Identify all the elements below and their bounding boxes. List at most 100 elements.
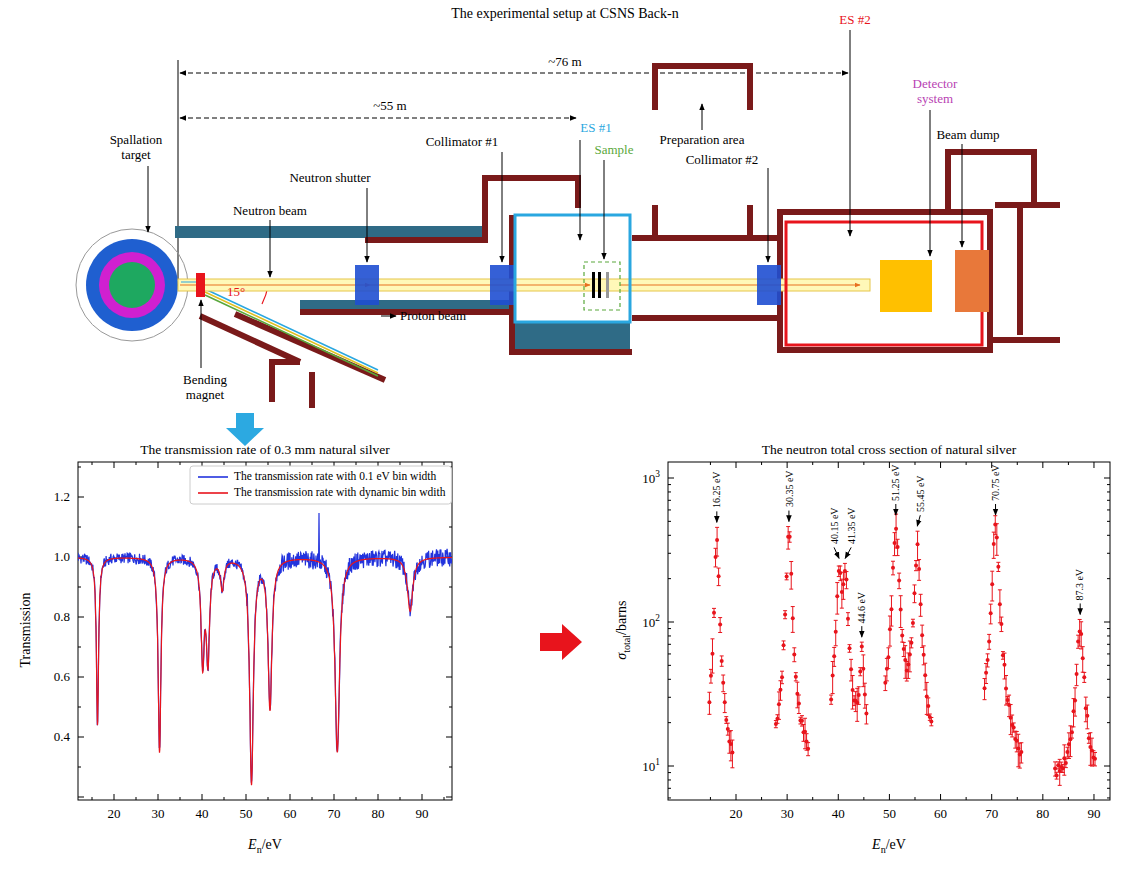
- cross-section-points: [860, 651, 864, 652]
- axis-ticks: [1104, 478, 1110, 479]
- label-text: Detector system: [913, 76, 958, 106]
- label-text: E: [248, 837, 257, 852]
- axis-ticks: [668, 679, 671, 680]
- cross-section-points: [797, 694, 801, 695]
- label-text: 0.6: [54, 669, 70, 684]
- axis-ticks: [1093, 794, 1094, 800]
- cross-section-points: [1015, 731, 1019, 732]
- label-text: 30: [781, 806, 794, 821]
- axis-ticks: [334, 794, 335, 800]
- cross-section-points: [794, 680, 798, 681]
- axis-ticks: [400, 797, 401, 800]
- axis-ticks: [446, 617, 452, 618]
- axis-ticks: [668, 665, 671, 666]
- cross-section-points: [832, 654, 836, 658]
- text-label: 30.35 eV: [783, 471, 795, 508]
- cross-section-points: [990, 600, 994, 601]
- cross-section-points: [1079, 632, 1083, 636]
- cross-section-points: [888, 646, 892, 647]
- cross-section-points: [844, 578, 848, 582]
- label-text: Collimator #2: [686, 152, 759, 167]
- cross-section-points: [849, 659, 853, 660]
- transmission-curve-blue: [78, 513, 452, 781]
- cross-section-points: [912, 584, 916, 585]
- cross-section-points: [1073, 716, 1077, 717]
- axis-ticks: [787, 794, 788, 800]
- cross-section-points: [843, 563, 847, 564]
- cross-section-points: [919, 602, 923, 606]
- axis-ticks: [422, 794, 423, 800]
- label-text: 41.35 eV: [845, 508, 856, 545]
- beamline-components: [490, 265, 514, 305]
- cross-section-points: [785, 579, 789, 580]
- axis-ticks: [940, 794, 941, 800]
- label-text: 55.45 eV: [915, 476, 926, 513]
- text-label: En/eV: [248, 837, 282, 855]
- axis-ticks: [449, 767, 452, 768]
- cross-section-points: [909, 641, 913, 645]
- axis-ticks: [668, 478, 674, 479]
- cross-section-points: [835, 614, 839, 615]
- cross-section-points: [730, 767, 734, 768]
- cross-section-points: [831, 674, 835, 678]
- label-text: /eV: [262, 837, 282, 852]
- cross-section-points: [889, 607, 893, 611]
- axis-ticks: [889, 462, 890, 468]
- label-text: 1: [655, 757, 660, 767]
- axis-ticks: [224, 462, 225, 465]
- cross-section-points: [723, 712, 727, 713]
- shielding-walls: [175, 66, 1060, 408]
- cross-section-points: [883, 690, 887, 691]
- shielding-walls: [655, 66, 750, 110]
- axis-ticks: [1042, 462, 1043, 468]
- cross-section-points: [860, 645, 864, 649]
- cross-section-points: [987, 639, 991, 643]
- cross-section-points: [909, 647, 913, 648]
- cross-section-points: [1068, 725, 1072, 726]
- spallation-target: [76, 229, 188, 341]
- cross-section-points: [720, 659, 724, 663]
- text-label: 20: [108, 807, 121, 822]
- label-text: ~76 m: [548, 54, 581, 69]
- axis-ticks: [1107, 665, 1110, 666]
- cross-section-points: [1064, 767, 1068, 768]
- cross-section-points: [1090, 738, 1094, 739]
- legend-text: The transmission rate with 0.1 eV bin wi…: [234, 470, 436, 482]
- cross-section-points: [785, 573, 789, 574]
- axis-ticks: [202, 794, 203, 800]
- leader-arrows: [702, 104, 703, 130]
- axis-ticks: [1017, 462, 1018, 465]
- label-text: Sample: [595, 142, 634, 157]
- text-label: 55.45 eV: [915, 476, 927, 513]
- proton-beam-line: [205, 292, 378, 373]
- cross-section-points: [712, 617, 716, 618]
- cross-section-points: [996, 571, 1000, 572]
- cross-section-points: [1004, 687, 1008, 691]
- cross-section-points: [929, 720, 933, 724]
- beamline-components: [584, 262, 620, 310]
- cross-section-points: [861, 654, 865, 655]
- cross-section-points: [710, 638, 714, 639]
- cross-section-points: [863, 692, 867, 696]
- cross-section-points: [885, 680, 889, 681]
- cross-section-points: [999, 631, 1003, 632]
- cross-section-points: [1082, 682, 1086, 683]
- text-label: 51.25 eV: [890, 464, 902, 501]
- cross-section-points: [1064, 761, 1068, 765]
- text-label: 30: [781, 807, 794, 822]
- cross-section-points: [1084, 697, 1088, 698]
- text-label: 0.8: [54, 610, 70, 625]
- cross-section-points: [712, 611, 716, 615]
- leader-arrows: [604, 160, 605, 259]
- cross-section-points: [995, 555, 999, 556]
- cross-section-points: [715, 527, 719, 528]
- cross-section-points: [791, 632, 795, 633]
- cross-section-points: [726, 723, 730, 724]
- text-label: Collimator #2: [686, 153, 759, 168]
- peak-arrow: [917, 515, 920, 526]
- axis-ticks: [78, 497, 84, 498]
- label-text: ES #1: [580, 120, 611, 135]
- cross-section-points: [900, 629, 904, 630]
- cross-section-points: [1078, 619, 1082, 620]
- cross-section-points: [849, 667, 853, 671]
